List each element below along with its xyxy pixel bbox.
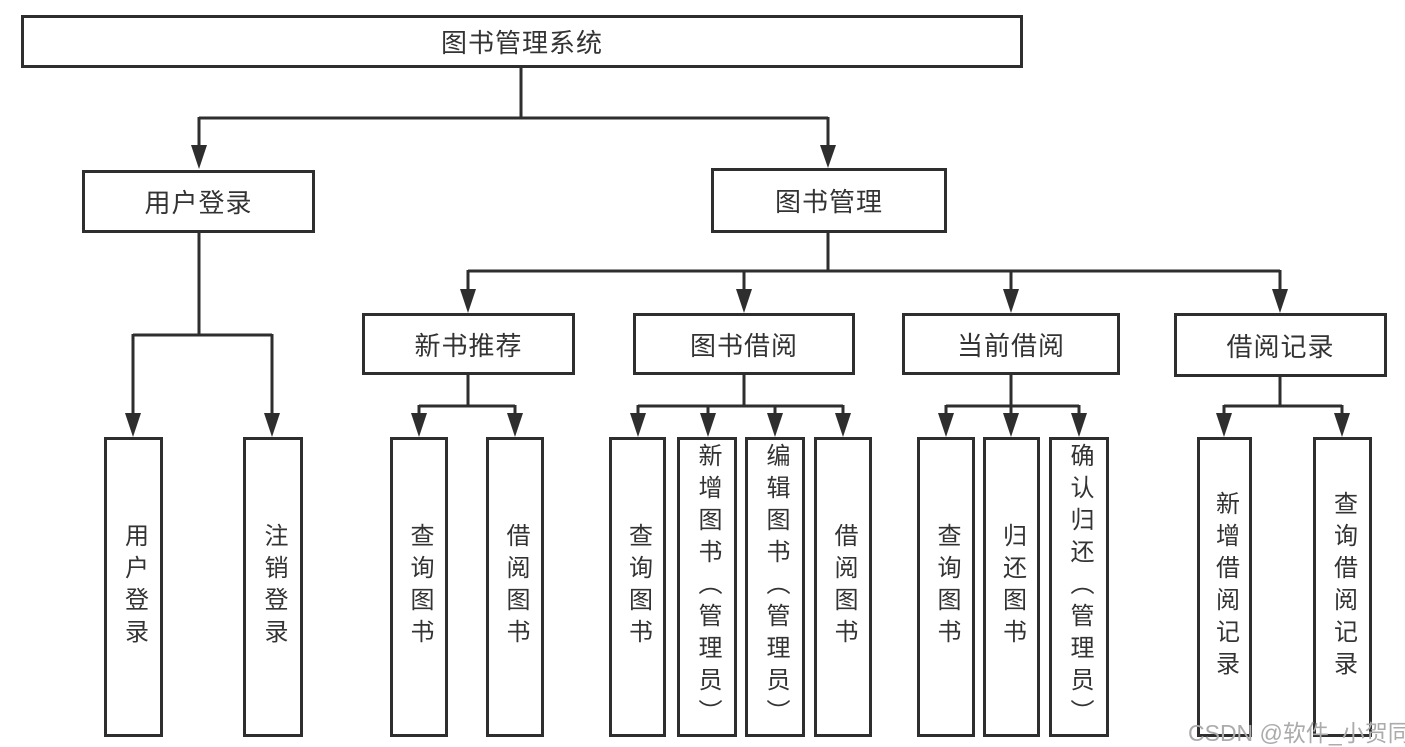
node-label: 用户登录 <box>144 188 253 218</box>
arrow-down-icon <box>507 413 523 437</box>
leaf-label: 新增图书（管理员） <box>694 443 721 731</box>
arrow-down-icon <box>1216 413 1232 437</box>
arrow-down-icon <box>1071 413 1087 437</box>
leaf-label: 用户登录 <box>120 523 148 651</box>
arrow-down-icon <box>411 413 427 437</box>
arrow-down-icon <box>125 413 141 437</box>
arrow-down-icon <box>736 289 752 313</box>
leaf-label: 注销登录 <box>260 523 287 651</box>
leaf-label: 归还图书 <box>998 523 1026 651</box>
arrow-down-icon <box>700 413 716 437</box>
node-label: 图书管理系统 <box>440 28 603 58</box>
node-label: 借阅记录 <box>1226 331 1335 362</box>
leaf-borrowing-query-books: 查询图书 <box>609 437 666 737</box>
arrow-down-icon <box>1272 289 1288 313</box>
leaf-user-login: 用户登录 <box>104 437 163 737</box>
leaf-query-borrow-record: 查询借阅记录 <box>1313 437 1372 737</box>
node-label: 图书借阅 <box>689 330 798 361</box>
leaf-logout: 注销登录 <box>243 437 303 737</box>
leaf-add-book-admin: 新增图书（管理员） <box>677 437 737 737</box>
node-book-management: 图书管理 <box>711 168 947 233</box>
node-label: 新书推荐 <box>414 330 523 361</box>
leaf-newbook-query-books: 查询图书 <box>390 437 448 737</box>
node-new-book-recommend: 新书推荐 <box>362 313 575 375</box>
leaf-confirm-return-admin: 确认归还（管理员） <box>1049 437 1109 737</box>
arrow-down-icon <box>1003 289 1019 313</box>
leaf-newbook-borrow-books: 借阅图书 <box>486 437 544 737</box>
leaf-add-borrow-record: 新增借阅记录 <box>1197 437 1252 737</box>
arrow-down-icon <box>191 145 207 169</box>
node-current-borrowing: 当前借阅 <box>902 313 1120 375</box>
arrow-down-icon <box>938 413 954 437</box>
arrow-down-icon <box>264 413 280 437</box>
leaf-label: 借阅图书 <box>830 523 857 651</box>
leaf-current-query-books: 查询图书 <box>917 437 975 737</box>
arrow-down-icon <box>835 413 851 437</box>
leaf-label: 查询借阅记录 <box>1329 491 1357 683</box>
leaf-edit-book-admin: 编辑图书（管理员） <box>745 437 805 737</box>
node-label: 图书管理 <box>774 187 883 217</box>
arrow-down-icon <box>820 145 836 168</box>
leaf-borrowing-borrow-books: 借阅图书 <box>814 437 872 737</box>
leaf-label: 编辑图书（管理员） <box>762 443 789 731</box>
node-library-system: 图书管理系统 <box>21 15 1023 68</box>
node-label: 当前借阅 <box>956 330 1065 361</box>
arrow-down-icon <box>1334 413 1350 437</box>
leaf-return-book: 归还图书 <box>983 437 1040 737</box>
arrow-down-icon <box>767 413 783 437</box>
leaf-label: 新增借阅记录 <box>1211 491 1239 683</box>
node-book-borrowing: 图书借阅 <box>633 313 855 375</box>
leaf-label: 确认归还（管理员） <box>1066 443 1093 731</box>
leaf-label: 查询图书 <box>933 523 960 651</box>
arrow-down-icon <box>630 413 646 437</box>
node-borrowing-records: 借阅记录 <box>1174 313 1387 377</box>
arrow-down-icon <box>460 289 476 313</box>
leaf-label: 查询图书 <box>406 523 433 651</box>
arrow-down-icon <box>1003 413 1019 437</box>
node-user-login: 用户登录 <box>82 170 315 233</box>
leaf-label: 查询图书 <box>624 523 652 651</box>
leaf-label: 借阅图书 <box>502 523 529 651</box>
